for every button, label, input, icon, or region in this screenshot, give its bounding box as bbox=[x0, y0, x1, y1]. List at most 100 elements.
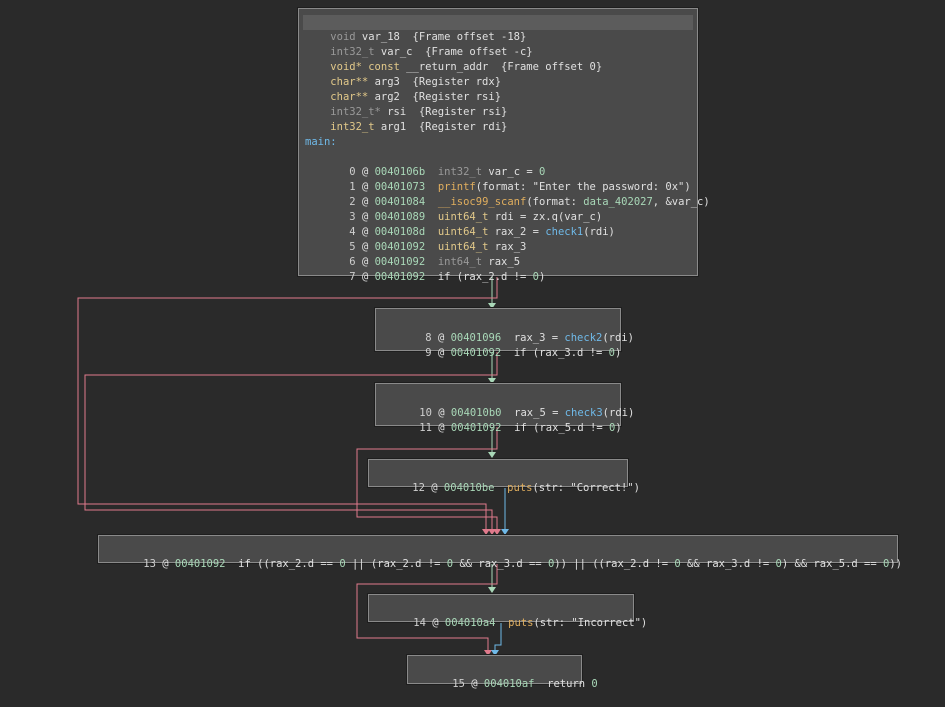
il-import-call[interactable]: puts bbox=[508, 617, 534, 629]
il-line[interactable]: 1 @ 00401073 printf(format: "Enter the p… bbox=[349, 181, 691, 193]
stack-var-row[interactable]: void* const __return_addr {Frame offset … bbox=[305, 45, 697, 73]
il-address[interactable]: 00401073 bbox=[374, 181, 426, 193]
il-address[interactable]: 00401096 bbox=[450, 332, 502, 344]
il-text: )) || ((rax_2.d != bbox=[554, 558, 675, 570]
var-type: void bbox=[330, 31, 356, 43]
il-number: 0 bbox=[608, 347, 615, 359]
il-line[interactable]: 8 @ 00401096 rax_3 = check2(rdi) bbox=[425, 332, 634, 344]
il-address[interactable]: 004010a4 bbox=[444, 617, 496, 629]
var-location: {Frame offset -18} bbox=[412, 31, 527, 43]
il-address[interactable]: 00401092 bbox=[374, 241, 426, 253]
il-line[interactable]: 12 @ 004010be puts(str: "Correct!") bbox=[412, 482, 640, 494]
var-location: {Frame offset 0} bbox=[501, 61, 603, 73]
stack-var-row[interactable]: char** arg2 {Register rsi} bbox=[305, 75, 697, 103]
il-function-call[interactable]: check3 bbox=[564, 407, 603, 419]
il-address[interactable]: 0040108d bbox=[374, 226, 426, 238]
il-function-call[interactable]: check1 bbox=[545, 226, 584, 238]
il-text: rax_5 = bbox=[514, 407, 565, 419]
il-text: )) bbox=[889, 558, 903, 570]
arrow-cond-1 bbox=[482, 529, 490, 535]
basic-block-check3[interactable]: 10 @ 004010b0 rax_5 = check3(rdi) 11 @ 0… bbox=[375, 383, 635, 434]
il-index: 5 bbox=[349, 241, 356, 253]
il-function-call[interactable]: check2 bbox=[564, 332, 603, 344]
basic-block-condition[interactable]: 13 @ 00401092 if ((rax_2.d == 0 || (rax_… bbox=[98, 535, 903, 570]
il-address[interactable]: 00401092 bbox=[450, 347, 502, 359]
il-line[interactable]: 9 @ 00401092 if (rax_3.d != 0) bbox=[425, 347, 622, 359]
il-address[interactable]: 00401092 bbox=[450, 422, 502, 434]
edge-entry-to-cond bbox=[77, 276, 498, 532]
il-index: 12 bbox=[412, 482, 425, 494]
il-address[interactable]: 00401092 bbox=[374, 256, 426, 268]
var-name[interactable]: var_18 bbox=[361, 31, 400, 43]
il-index: 7 bbox=[349, 271, 356, 283]
var-name[interactable]: rsi bbox=[387, 106, 407, 118]
il-line[interactable]: 7 @ 00401092 if (rax_2.d != 0) bbox=[349, 271, 546, 283]
il-line[interactable]: 10 @ 004010b0 rax_5 = check3(rdi) bbox=[419, 407, 635, 419]
il-address[interactable]: 00401084 bbox=[374, 196, 426, 208]
il-line[interactable]: 3 @ 00401089 uint64_t rdi = zx.q(var_c) bbox=[349, 211, 603, 223]
var-name[interactable]: var_c bbox=[380, 46, 413, 58]
var-name[interactable]: arg3 bbox=[374, 76, 400, 88]
il-index: 13 bbox=[143, 558, 156, 570]
il-address[interactable]: 0040106b bbox=[374, 166, 426, 178]
il-text: (str: "Incorrect") bbox=[533, 617, 648, 629]
basic-block-entry[interactable]: void var_18 {Frame offset -18} int32_t v… bbox=[298, 8, 710, 283]
il-text: ) bbox=[614, 347, 622, 359]
var-name[interactable]: arg1 bbox=[380, 121, 407, 133]
il-address[interactable]: 00401092 bbox=[174, 558, 226, 570]
arrow-incorrect bbox=[488, 587, 496, 593]
il-number: 0 bbox=[339, 558, 346, 570]
stack-var-row[interactable]: char** arg3 {Register rdx} bbox=[305, 60, 697, 88]
il-line[interactable]: 11 @ 00401092 if (rax_5.d != 0) bbox=[419, 422, 622, 434]
il-address[interactable]: 004010b0 bbox=[450, 407, 502, 419]
il-text: if (rax_5.d != bbox=[514, 422, 609, 434]
il-text: rax_3 = bbox=[513, 332, 565, 344]
il-index: 1 bbox=[349, 181, 356, 193]
il-number: 0 bbox=[775, 558, 782, 570]
il-line[interactable]: 13 @ 00401092 if ((rax_2.d == 0 || (rax_… bbox=[143, 558, 903, 570]
il-text: (format: bbox=[526, 196, 584, 208]
var-name[interactable]: arg2 bbox=[374, 91, 400, 103]
il-index: 6 bbox=[349, 256, 356, 268]
il-text: if ((rax_2.d == bbox=[238, 558, 340, 570]
il-keyword: return bbox=[547, 678, 592, 690]
basic-block-incorrect[interactable]: 14 @ 004010a4 puts(str: "Incorrect") bbox=[368, 594, 648, 629]
il-line[interactable]: 4 @ 0040108d uint64_t rax_2 = check1(rdi… bbox=[349, 226, 615, 238]
basic-block-check2[interactable]: 8 @ 00401096 rax_3 = check2(rdi) 9 @ 004… bbox=[375, 308, 634, 359]
il-import-call[interactable]: printf bbox=[437, 181, 476, 193]
il-data-ref[interactable]: data_402027 bbox=[583, 196, 653, 208]
basic-block-correct[interactable]: 12 @ 004010be puts(str: "Correct!") bbox=[368, 459, 640, 494]
il-text: rax_3 bbox=[488, 241, 527, 253]
il-index: 11 bbox=[419, 422, 432, 434]
stack-var-row[interactable]: int32_t var_c {Frame offset -c} bbox=[305, 30, 697, 58]
il-address[interactable]: 004010be bbox=[443, 482, 495, 494]
il-text: (rdi) bbox=[602, 332, 634, 344]
il-type: int64_t bbox=[437, 256, 483, 268]
function-label[interactable]: main: bbox=[305, 136, 337, 148]
il-import-call[interactable]: puts bbox=[507, 482, 533, 494]
il-index: 14 bbox=[413, 617, 426, 629]
edge-incorrect-to-return bbox=[494, 621, 502, 652]
var-location: {Register rsi} bbox=[412, 91, 502, 103]
il-address[interactable]: 00401092 bbox=[374, 271, 426, 283]
il-line[interactable]: 15 @ 004010af return 0 bbox=[452, 678, 598, 690]
il-address[interactable]: 00401089 bbox=[374, 211, 426, 223]
il-line[interactable]: 2 @ 00401084 __isoc99_scanf(format: data… bbox=[349, 196, 710, 208]
il-line[interactable]: 14 @ 004010a4 puts(str: "Incorrect") bbox=[413, 617, 648, 629]
il-index: 2 bbox=[349, 196, 356, 208]
il-address[interactable]: 004010af bbox=[483, 678, 535, 690]
il-line[interactable]: 6 @ 00401092 int64_t rax_5 bbox=[349, 256, 521, 268]
arrow-correct bbox=[488, 452, 496, 458]
var-name[interactable]: __return_addr bbox=[406, 61, 489, 73]
il-import-call[interactable]: __isoc99_scanf bbox=[437, 196, 527, 208]
var-type: int32_t bbox=[330, 46, 375, 58]
edge-check2-to-cond bbox=[84, 351, 498, 532]
stack-var-row[interactable]: int32_t arg1 {Register rdi} bbox=[305, 105, 697, 133]
basic-block-return[interactable]: 15 @ 004010af return 0 bbox=[407, 655, 598, 690]
il-line[interactable]: 5 @ 00401092 uint64_t rax_3 bbox=[349, 241, 527, 253]
il-line[interactable]: 0 @ 0040106b int32_t var_c = 0 bbox=[349, 166, 546, 178]
stack-var-row[interactable]: void var_18 {Frame offset -18} bbox=[303, 15, 693, 43]
stack-var-row[interactable]: int32_t* rsi {Register rsi} bbox=[305, 90, 697, 118]
il-text: rax_2 = bbox=[488, 226, 546, 238]
